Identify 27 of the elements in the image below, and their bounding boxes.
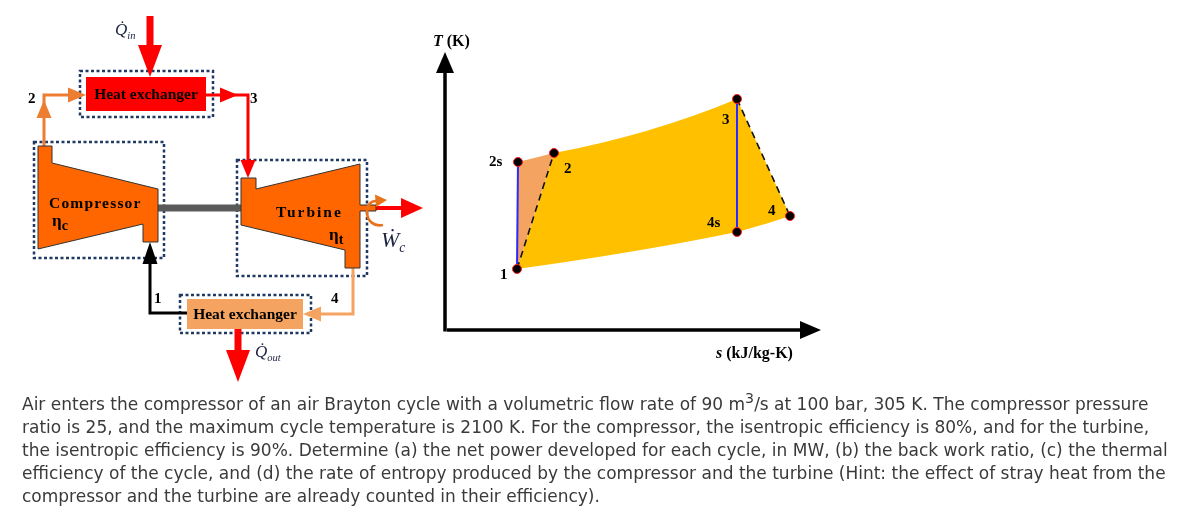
axis-label: s (kJ/kg-K)	[716, 345, 793, 361]
component-label: Heat exchanger	[94, 86, 198, 102]
axis-label: T (K)	[433, 33, 470, 49]
state-number-label: 3	[250, 91, 258, 106]
component-label: Heat exchanger	[193, 306, 297, 322]
rate-symbol-label: Ẇ$_{c}$	[381, 229, 406, 251]
turbine-shape	[241, 164, 376, 268]
state-number-label: 4	[331, 291, 339, 306]
state-point-label: 1	[500, 267, 508, 282]
flow-arrow	[206, 87, 256, 178]
flow-arrow	[142, 242, 187, 315]
flow-arrow	[303, 268, 355, 322]
problem-statement: Air enters the compressor of an air Brayton cycle with a volumetric flow rate of 90 m$^{3}$/s at 100 bar, 305 K. The compressor pressure ratio is 25, and the maximum cycle temperature is 2100 K. For the compressor, the isentropic efficiency is 80%, and for the turbine, the isentropic efficiency is 90%. Determine (a) the net power developed for each cycle, in MW, (b) the back work ratio, (c) the thermal efficiency of the cycle, and (d) the rate of entropy produced by the compressor and the turbine (Hint: the effect of stray heat from the compressor and the turbine are already counted in their efficiency).	[22, 393, 1169, 508]
flow-arrow	[226, 329, 250, 382]
state-point-label: 2s	[489, 154, 503, 169]
flow-arrow	[36, 87, 86, 146]
state-number-label: 1	[154, 291, 162, 306]
shaft-connector	[158, 204, 241, 212]
flow-arrow	[376, 198, 423, 218]
compressor-shape	[38, 146, 158, 249]
efficiency-symbol: η$_{c}$	[52, 212, 68, 229]
rate-symbol-label: Q̇$_{in}$	[115, 21, 136, 38]
component-label: Compressor	[49, 195, 142, 211]
efficiency-symbol: η$_{t}$	[329, 226, 344, 243]
component-label: Turbine	[276, 204, 343, 220]
state-number-label: 2	[28, 91, 36, 106]
rate-symbol-label: Q̇$_{out}$	[255, 343, 281, 360]
